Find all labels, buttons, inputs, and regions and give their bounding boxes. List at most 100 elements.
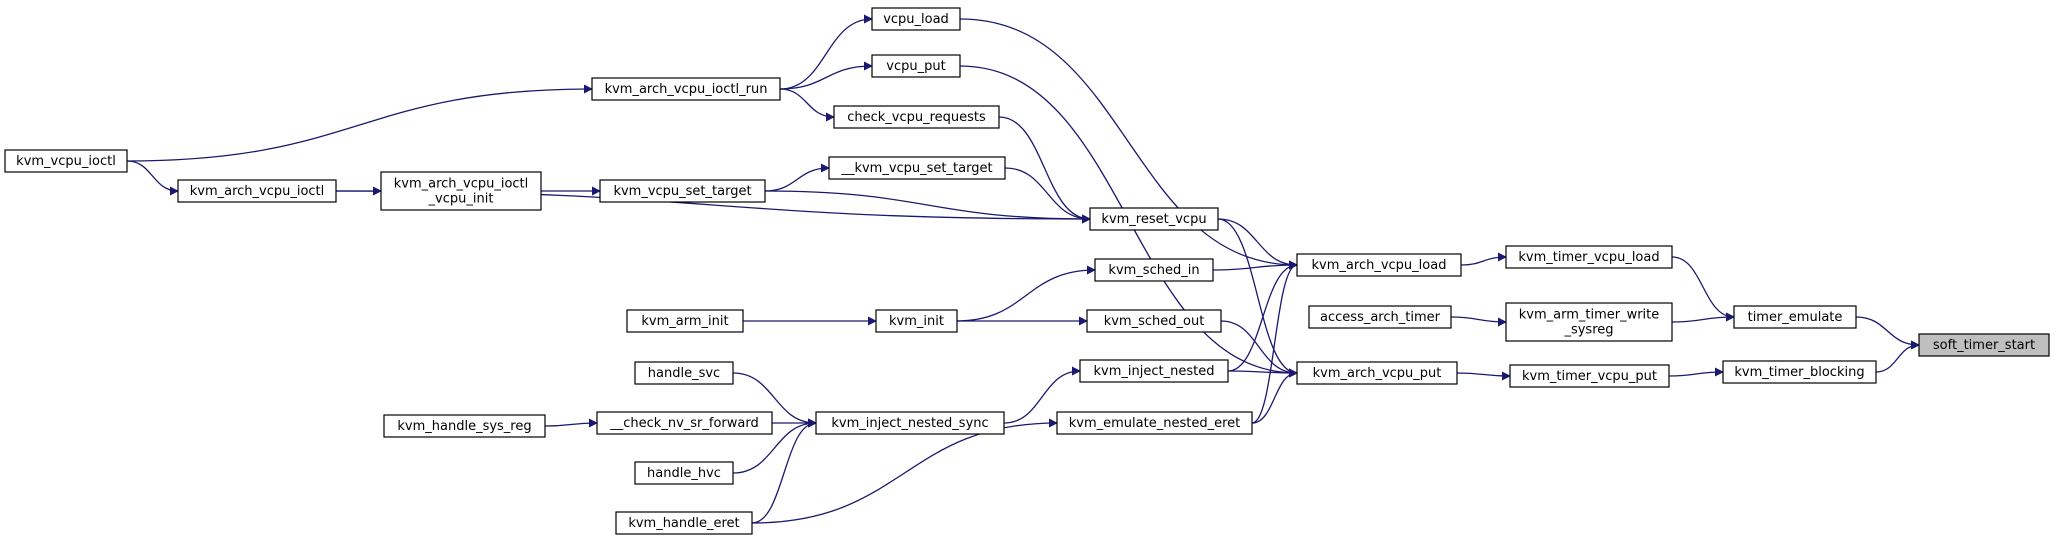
node-kvm-timer-blocking[interactable]: kvm_timer_blocking <box>1722 360 1877 384</box>
node-check-nv-sr-forward[interactable]: __check_nv_sr_forward <box>596 411 773 435</box>
node-label: kvm_handle_eret <box>628 516 739 531</box>
node-kvm-arch-vcpu-ioctl[interactable]: kvm_arch_vcpu_ioctl <box>177 179 337 203</box>
node-kvm-arm-timer-write-sysreg[interactable]: kvm_arm_timer_write_sysreg <box>1505 302 1673 342</box>
node-kvm-inject-nested-sync[interactable]: kvm_inject_nested_sync <box>815 411 1005 435</box>
edge-kvm_timer_vcpu_put-to-kvm_timer_blocking <box>1668 367 1724 377</box>
node-label: __kvm_vcpu_set_target <box>840 161 992 176</box>
edge-kvm_sched_in-to-kvm_arch_vcpu_load <box>1212 260 1298 271</box>
node-kvm-vcpu-ioctl[interactable]: kvm_vcpu_ioctl <box>4 149 128 173</box>
node-label: kvm_arch_vcpu_put <box>1313 366 1442 381</box>
node-box <box>596 411 773 435</box>
node-kvm-emulate-nested-eret[interactable]: kvm_emulate_nested_eret <box>1056 411 1253 435</box>
node-label: kvm_reset_vcpu <box>1101 212 1206 227</box>
edge-kvm_inject_nested_sync-to-kvm_inject_nested <box>1003 366 1081 424</box>
node-label: kvm_inject_nested <box>1094 364 1215 379</box>
node-handle-hvc[interactable]: handle_hvc <box>634 461 734 485</box>
node-kvm-sched-out[interactable]: kvm_sched_out <box>1086 309 1222 333</box>
edge-kvm_timer_blocking-to-soft_timer_start <box>1875 340 1920 373</box>
node-box <box>1505 245 1673 269</box>
node-box <box>815 411 1005 435</box>
node-vcpu-load[interactable]: vcpu_load <box>871 7 961 31</box>
node-box <box>177 179 337 203</box>
node-kvm-timer-vcpu-load[interactable]: kvm_timer_vcpu_load <box>1505 245 1673 269</box>
edge-kvm_handle_eret-to-kvm_inject_nested_sync <box>751 418 817 524</box>
node-kvm-arch-vcpu-ioctl-vcpu-init[interactable]: kvm_arch_vcpu_ioctl_vcpu_init <box>380 171 542 211</box>
node-box <box>871 7 961 31</box>
node-box <box>828 156 1006 180</box>
node-kvm-arch-vcpu-ioctl-run[interactable]: kvm_arch_vcpu_ioctl_run <box>591 77 781 101</box>
edge-handle_svc-to-kvm_inject_nested_sync <box>732 372 817 428</box>
node-box <box>634 361 734 385</box>
node-box <box>634 461 734 485</box>
node-kvm-vcpu-set-target[interactable]: kvm_vcpu_set_target <box>599 179 766 203</box>
node-kvm-timer-vcpu-put[interactable]: kvm_timer_vcpu_put <box>1509 364 1670 388</box>
edge-kvm_vcpu_set_target-to-__kvm_vcpu_set_target <box>764 163 830 192</box>
node-kvm-arch-vcpu-load[interactable]: kvm_arch_vcpu_load <box>1296 253 1462 277</box>
node-vcpu-put[interactable]: vcpu_put <box>871 54 961 78</box>
node-handle-svc[interactable]: handle_svc <box>634 361 734 385</box>
node-timer-emulate[interactable]: timer_emulate <box>1733 305 1857 329</box>
node-layer: soft_timer_start timer_emulate kvm_timer_b… <box>4 7 2050 535</box>
node-kvm-inject-nested[interactable]: kvm_inject_nested <box>1079 359 1229 383</box>
edge-kvm_vcpu_ioctl-to-kvm_arch_vcpu_ioctl <box>126 160 179 196</box>
node-box <box>1296 253 1462 277</box>
node-check-vcpu-requests[interactable]: check_vcpu_requests <box>833 105 1000 129</box>
node-label: kvm_emulate_nested_eret <box>1069 416 1240 431</box>
edge-kvm_inject_nested-to-kvm_arch_vcpu_load <box>1227 260 1298 372</box>
edge-kvm_emulate_nested_eret-to-kvm_arch_vcpu_load <box>1251 260 1298 424</box>
node-box <box>615 511 753 535</box>
node-label: kvm_init <box>889 314 944 329</box>
node-label: handle_hvc <box>647 466 721 481</box>
node-label: kvm_arch_vcpu_ioctl <box>394 177 529 192</box>
node-box <box>1079 359 1229 383</box>
edge-kvm_timer_vcpu_load-to-timer_emulate <box>1671 256 1735 322</box>
node-box <box>4 149 128 173</box>
node-label: check_vcpu_requests <box>847 110 986 125</box>
node-kvm-sched-in[interactable]: kvm_sched_in <box>1094 258 1214 282</box>
edge-check_vcpu_requests-to-kvm_reset_vcpu <box>998 116 1091 224</box>
node-label: vcpu_put <box>886 59 945 74</box>
edge-kvm_emulate_nested_eret-to-kvm_arch_vcpu_put <box>1251 368 1298 424</box>
node-kvm-arch-vcpu-put[interactable]: kvm_arch_vcpu_put <box>1296 361 1458 385</box>
edge-kvm_vcpu_set_target-to-kvm_reset_vcpu <box>764 190 1091 224</box>
node-kvm-reset-vcpu[interactable]: kvm_reset_vcpu <box>1089 207 1219 231</box>
node-box <box>1722 360 1877 384</box>
node-box <box>875 309 958 333</box>
node-label: kvm_arm_timer_write <box>1519 308 1660 323</box>
edge-kvm_inject_nested-to-kvm_arch_vcpu_put <box>1227 368 1298 378</box>
edge-access_arch_timer-to-kvm_arm_timer_write_sysreg <box>1450 316 1507 327</box>
node-box <box>591 77 781 101</box>
node-label: vcpu_load <box>883 12 949 27</box>
node-box <box>871 54 961 78</box>
node-kvm-init[interactable]: kvm_init <box>875 309 958 333</box>
edge-kvm_sched_out-to-kvm_arch_vcpu_put <box>1220 320 1298 378</box>
edge-handle_hvc-to-kvm_inject_nested_sync <box>732 418 817 474</box>
node-kvm-handle-eret[interactable]: kvm_handle_eret <box>615 511 753 535</box>
node-label: soft_timer_start <box>1933 338 2035 353</box>
node-label: kvm_arm_init <box>641 314 728 329</box>
node-label: timer_emulate <box>1748 310 1843 325</box>
edge-__kvm_vcpu_set_target-to-kvm_reset_vcpu <box>1004 167 1091 224</box>
node-label: kvm_sched_in <box>1108 263 1199 278</box>
node-label: _vcpu_init <box>428 192 494 207</box>
node-label: kvm_handle_sys_reg <box>397 419 531 434</box>
node-label: kvm_sched_out <box>1104 314 1205 329</box>
node-kvm-vcpu-set-target[interactable]: __kvm_vcpu_set_target <box>828 156 1006 180</box>
node-label: kvm_timer_vcpu_put <box>1522 369 1657 384</box>
edge-kvm_reset_vcpu-to-kvm_arch_vcpu_load <box>1217 218 1298 270</box>
node-label: kvm_vcpu_set_target <box>613 184 751 199</box>
node-soft-timer-start[interactable]: soft_timer_start <box>1918 333 2050 357</box>
node-box <box>1089 207 1219 231</box>
edge-kvm_arch_vcpu_load-to-kvm_timer_vcpu_load <box>1460 252 1507 266</box>
node-label: _sysreg <box>1563 323 1613 338</box>
node-label: kvm_timer_vcpu_load <box>1518 250 1659 265</box>
node-box <box>626 309 744 333</box>
node-box <box>1505 302 1673 342</box>
node-kvm-handle-sys-reg[interactable]: kvm_handle_sys_reg <box>383 414 546 438</box>
node-label: kvm_arch_vcpu_ioctl_run <box>605 82 768 97</box>
node-label: __check_nv_sr_forward <box>609 416 758 431</box>
node-access-arch-timer[interactable]: access_arch_timer <box>1308 305 1452 329</box>
node-label: kvm_arch_vcpu_ioctl <box>190 184 325 199</box>
node-kvm-arm-init[interactable]: kvm_arm_init <box>626 309 744 333</box>
